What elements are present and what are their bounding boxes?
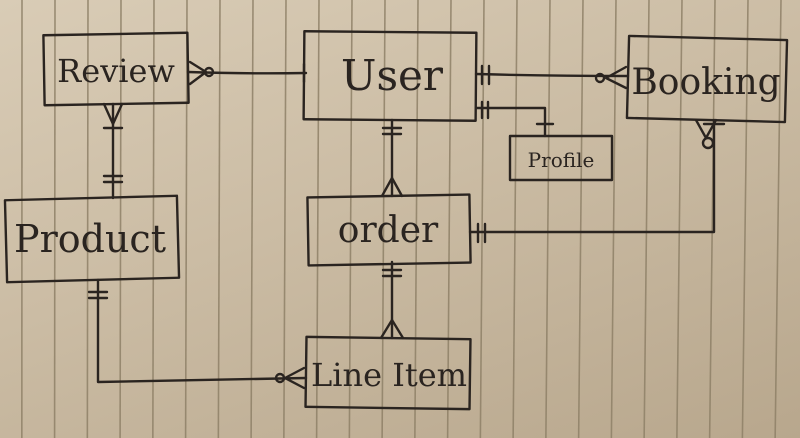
line-user-booking: [474, 72, 630, 78]
lineitem-box: [304, 335, 472, 411]
profile-box: [508, 134, 614, 182]
notebook-rule-line: [184, 0, 188, 438]
notebook-rule-line: [446, 0, 452, 438]
notebook-rule-line: [283, 0, 287, 438]
notebook-rule-line: [250, 0, 254, 438]
notebook-rule-line: [348, 0, 353, 438]
entity-label-order: order: [338, 210, 439, 251]
crowfoot-order-top: [380, 176, 404, 198]
notebook-rule-line: [381, 0, 386, 438]
relationship-lines: [87, 60, 726, 390]
notebook-rule-line: [512, 0, 518, 438]
crowfoot-lineitem-left: [283, 366, 306, 390]
notebook-rule-line: [774, 0, 782, 438]
bars-order-lineitem: [381, 268, 403, 278]
entity-label-booking: Booking: [631, 62, 780, 103]
booking-box: [625, 34, 789, 124]
notebook-rule-line: [217, 0, 221, 438]
circle-booking-end: [594, 72, 606, 84]
notebook-rule-line: [152, 0, 155, 438]
notebook-rule-line: [414, 0, 419, 438]
bars-product-bottom: [87, 290, 109, 300]
entity-label-line-item: Line Item: [311, 356, 467, 394]
bars-user-booking: [480, 64, 491, 86]
crowfoot-review-bottom: [102, 102, 124, 126]
crowfoot-booking-end: [604, 65, 628, 90]
notebook-rule-line: [119, 0, 122, 438]
notebook-rule-line: [708, 0, 716, 438]
notebook-rule-line: [315, 0, 320, 438]
order-box: [306, 193, 472, 267]
entity-label-profile: Profile: [528, 148, 595, 172]
notebook-rule-line: [741, 0, 749, 438]
line-review-user: [186, 70, 308, 75]
notebook-rule-line: [643, 0, 650, 438]
notebook-rule-line: [86, 0, 89, 438]
line-product-lineitem: [96, 278, 308, 384]
notebook-rule-line: [610, 0, 617, 438]
review-box: [42, 31, 190, 107]
line-order-booking: [468, 118, 716, 234]
crowfoot-booking-bottom: [694, 118, 726, 140]
product-box: [3, 194, 181, 284]
bars-user-order: [381, 126, 403, 136]
circle-review-end: [203, 66, 215, 78]
notebook-rule-line: [676, 0, 683, 438]
circle-booking-bottom: [701, 136, 715, 150]
bars-order-booking: [476, 222, 487, 244]
user-box: [302, 30, 478, 122]
crowfoot-lineitem-top: [379, 318, 405, 340]
entity-label-product: Product: [14, 217, 166, 261]
bars-user-profile: [480, 100, 490, 120]
entity-label-user: User: [341, 51, 444, 100]
bars-product-top: [102, 174, 124, 184]
notebook-rule-line: [577, 0, 584, 438]
notebook-rules: [21, 0, 782, 438]
line-user-profile: [474, 106, 547, 138]
entity-label-review: Review: [57, 52, 175, 90]
notebook-rule-line: [545, 0, 551, 438]
entity-boxes: [3, 30, 789, 411]
